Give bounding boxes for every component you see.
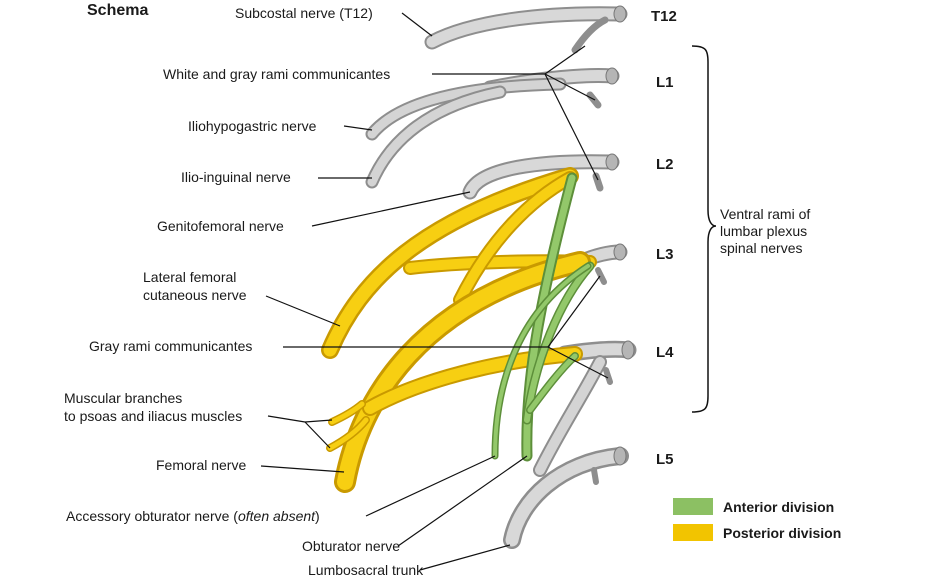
leader-lines bbox=[260, 12, 717, 571]
legend-posterior-label: Posterior division bbox=[723, 524, 842, 541]
level-l3: L3 bbox=[656, 246, 674, 263]
label-lateral-femoral-line1: Lateral femoral bbox=[143, 269, 237, 285]
label-obturator-nerve: Obturator nerve bbox=[302, 538, 401, 554]
label-femoral-nerve: Femoral nerve bbox=[156, 457, 247, 473]
label-accessory-obturator-end: ) bbox=[315, 508, 320, 524]
level-l2: L2 bbox=[656, 156, 674, 173]
anterior-division-nerves bbox=[491, 172, 595, 462]
legend-anterior-swatch bbox=[673, 498, 713, 515]
label-lumbosacral-trunk: Lumbosacral trunk bbox=[308, 562, 424, 578]
label-lateral-femoral-line2: cutaneous nerve bbox=[143, 287, 247, 303]
label-accessory-obturator-main: Accessory obturator nerve ( bbox=[66, 508, 238, 524]
label-ilio-inguinal-nerve: Ilio-inguinal nerve bbox=[181, 169, 291, 185]
bracket-label-line2: lumbar plexus bbox=[720, 223, 808, 239]
label-muscular-line1: Muscular branches bbox=[64, 390, 183, 406]
label-muscular-line2: to psoas and iliacus muscles bbox=[64, 408, 243, 424]
label-genitofemoral-nerve: Genitofemoral nerve bbox=[157, 218, 284, 234]
label-accessory-obturator: Accessory obturator nerve (often absent) bbox=[66, 508, 320, 525]
legend-posterior-swatch bbox=[673, 524, 713, 541]
label-gray-rami: Gray rami communicantes bbox=[89, 338, 253, 354]
label-accessory-obturator-italic: often absent bbox=[237, 508, 316, 524]
level-l5: L5 bbox=[656, 451, 674, 468]
level-l1: L1 bbox=[656, 74, 674, 91]
bracket-label-line1: Ventral rami of bbox=[720, 206, 811, 222]
label-white-gray-rami: White and gray rami communicantes bbox=[163, 66, 391, 82]
level-t12: T12 bbox=[651, 8, 677, 25]
label-iliohypogastric-nerve: Iliohypogastric nerve bbox=[188, 118, 317, 134]
level-l4: L4 bbox=[656, 344, 674, 361]
posterior-division-nerves bbox=[321, 167, 597, 493]
legend-posterior: Posterior division bbox=[673, 524, 841, 541]
bracket-label: Ventral rami of lumbar plexus spinal ner… bbox=[720, 206, 810, 257]
legend-anterior-label: Anterior division bbox=[723, 498, 835, 515]
bracket-label-line3: spinal nerves bbox=[720, 240, 803, 256]
diagram-title: Schema bbox=[87, 2, 149, 19]
gray-nerves bbox=[365, 5, 637, 549]
legend-anterior: Anterior division bbox=[673, 498, 834, 515]
ilio-inguinal-nerve bbox=[365, 85, 507, 189]
label-subcostal-nerve: Subcostal nerve (T12) bbox=[235, 5, 373, 21]
